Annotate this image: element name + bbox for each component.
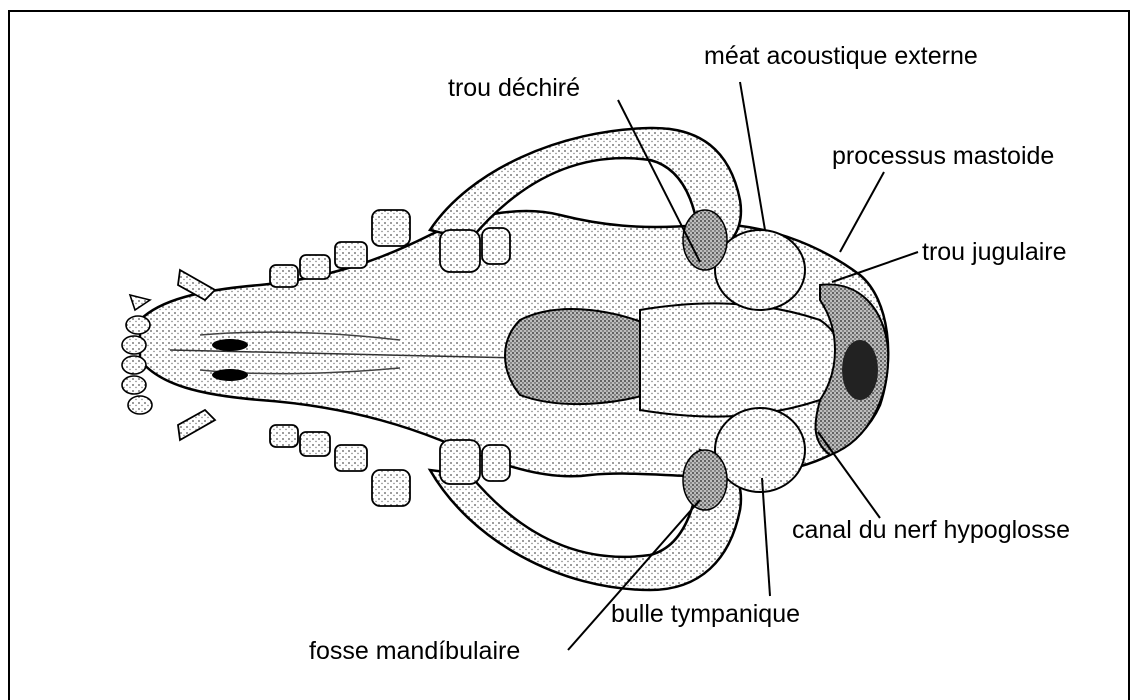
label-meat-acoustique-externe: méat acoustique externe [704, 44, 978, 69]
label-processus-mastoide: processus mastoide [832, 144, 1054, 169]
label-trou-jugulaire: trou jugulaire [922, 240, 1067, 265]
label-canal-du-nerf-hypoglosse: canal du nerf hypoglosse [792, 518, 1070, 543]
label-bulle-tympanique: bulle tympanique [611, 602, 800, 627]
leader-processus-mastoide [840, 172, 884, 252]
label-fosse-mandibulaire: fosse mandíbulaire [309, 639, 520, 664]
leader-bulle-tympanique [762, 478, 770, 596]
leader-meat-acoustique [740, 82, 765, 230]
label-trou-dechire: trou déchiré [448, 76, 580, 101]
